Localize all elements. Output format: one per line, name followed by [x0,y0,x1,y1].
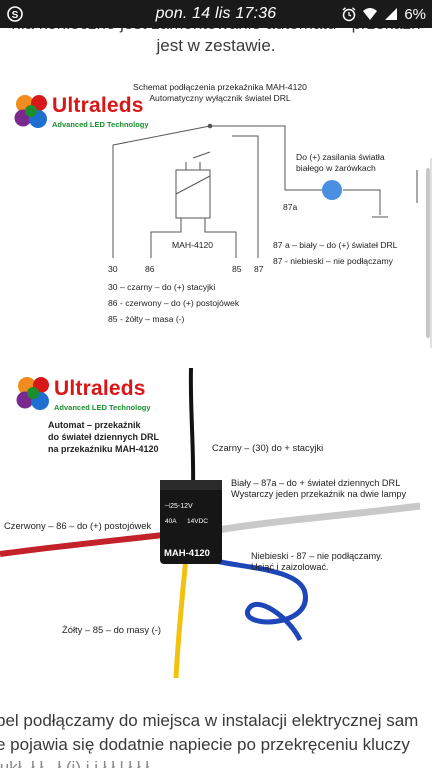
battery-percent: 6% [404,5,426,23]
ultraleds-logo: Ultraleds Advanced LED Technology [12,92,162,132]
status-time: pon. 14 lis 17:36 [155,5,277,22]
lamp-label-1: Do (+) zasilania światła [296,152,385,162]
diagram-subtitle: Automatyczny wyłącznik świateł DRL [149,93,291,103]
relay-name-label: MAH-4120 [172,240,214,250]
relay-rating-2: 14VDC [187,518,208,525]
pin-30-label: 30 [108,264,118,274]
status-bar: S pon. 14 lis 17:36 6% [0,0,432,28]
article-text-line: jest w zestawie. [156,36,276,55]
pin-87a-label: 87a [283,202,298,212]
pin-85-label: 85 [232,264,242,274]
svg-text:S: S [12,10,19,21]
legend-30: 30 – czarny – do (+) stacyjki [108,282,216,292]
relay-wires [0,368,421,678]
brand-name: Ultraleds [52,94,144,117]
white-wire-label-1: Biały – 87a – do + świateł dziennych DRL [231,478,401,488]
relay-photo-image: ⊣25-12V 40A 14VDC MAH-4120 Ultraleds Adv… [0,368,432,678]
legend-87: 87 - niebieski – nie podłączamy [273,256,393,266]
black-wire-label: Czarny – (30) do + stacyjki [212,442,324,453]
signal-icon [383,7,399,21]
schematic-lines [112,123,418,258]
wiring-diagram-image: Ultraleds Advanced LED Technology Schema… [0,78,432,340]
lamp-label-2: białego w żarówkach [296,163,376,173]
relay-model: MAH-4120 [164,548,210,559]
article-text-bottom-2: e pojawia się dodatnie napiecie po przek… [0,735,410,754]
relay-voltage: ⊣25-12V [164,503,193,510]
wifi-icon [362,7,378,21]
blue-wire-label-2: Uciąć i zaizolować. [251,562,329,572]
legend-87a: 87 a – biały – do (+) świateł DRL [273,240,398,250]
ultraleds-logo-icon-2 [16,377,49,410]
skype-icon: S [6,5,24,23]
lamp-icon [322,180,342,200]
scrollbar-track[interactable] [430,158,432,348]
relay-title-2: do świateł dziennych DRL [48,432,160,442]
pin-86-label: 86 [145,264,155,274]
ultraleds-logo-2: Ultraleds Advanced LED Technology [14,374,164,414]
relay-title-3: na przekaźniku MAH-4120 [48,444,159,454]
pin-87-label: 87 [254,264,264,274]
scrollbar-thumb[interactable] [426,168,430,338]
blue-wire-label-1: Niebieski - 87 – nie podłączamy. [251,551,383,561]
article-text-bottom-1: pel podłączamy do miejsca w instalacji e… [0,711,419,730]
article-text-bottom-3: łukł. ł ł . ł (i) i i ł ł l ł ł ł [0,758,149,768]
legend-86: 86 - czerwony – do (+) postojówek [108,298,240,308]
alarm-icon [341,6,357,22]
diagram-title: Schemat podłączenia przekaźnika MAH-4120 [133,82,307,92]
white-wire-label-2: Wystarczy jeden przekaźnik na dwie lampy [231,489,407,499]
relay-title-1: Automat – przekaźnik [48,420,141,430]
relay-rating-1: 40A [165,518,177,525]
legend-85: 85 - żółty – masa (-) [108,314,185,324]
brand-tagline: Advanced LED Technology [52,120,149,129]
brand-tagline-2: Advanced LED Technology [54,403,151,412]
ultraleds-logo-icon [14,95,47,128]
brand-name-2: Ultraleds [54,377,146,400]
yellow-wire-label: Żółty – 85 – do masy (-) [62,624,161,635]
red-wire-label: Czerwony – 86 – do (+) postojówek [4,520,152,531]
